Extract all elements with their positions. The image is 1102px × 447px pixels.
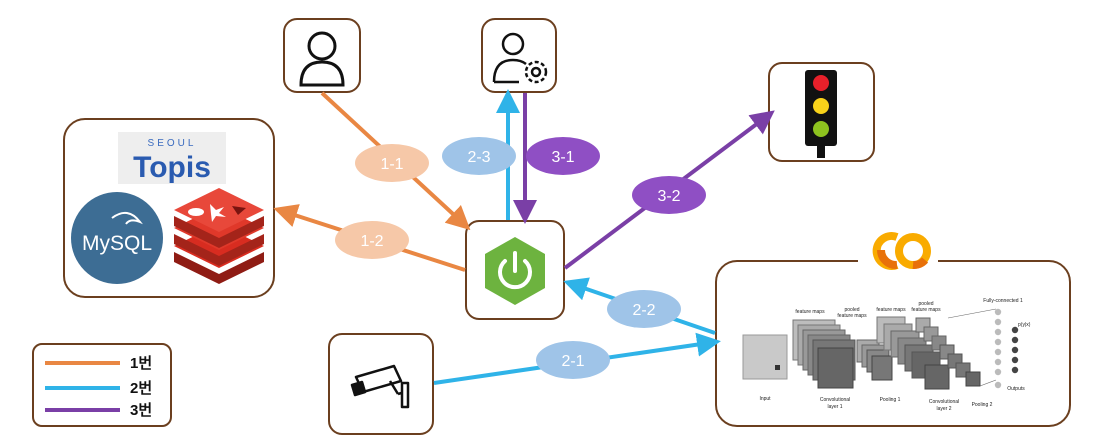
edge-label-2-3: 2-3 <box>442 137 516 175</box>
svg-text:Outputs: Outputs <box>1007 386 1025 392</box>
legend-item-2: 2번 <box>45 380 152 397</box>
mysql-logo: MySQL <box>71 192 163 284</box>
svg-text:Pooling 1: Pooling 1 <box>880 397 901 403</box>
svg-text:2-3: 2-3 <box>467 149 490 166</box>
svg-text:2-1: 2-1 <box>561 353 584 370</box>
svg-text:2-2: 2-2 <box>632 302 655 319</box>
cctv-camera-icon <box>350 364 410 409</box>
svg-text:3-1: 3-1 <box>551 149 574 166</box>
edge-label-3-1: 3-1 <box>526 137 600 175</box>
edge-label-2-1: 2-1 <box>536 341 610 379</box>
svg-text:Input: Input <box>759 396 771 402</box>
svg-text:feature maps: feature maps <box>837 313 867 319</box>
svg-text:layer 1: layer 1 <box>827 404 842 410</box>
svg-text:3번: 3번 <box>130 402 152 419</box>
svg-text:Pooling 2: Pooling 2 <box>972 402 993 408</box>
legend-item-3: 3번 <box>45 402 152 419</box>
svg-text:feature maps: feature maps <box>876 307 906 313</box>
user-node <box>283 18 361 93</box>
edge-label-2-2: 2-2 <box>607 290 681 328</box>
edge-label-3-2: 3-2 <box>632 176 706 214</box>
svg-text:2번: 2번 <box>130 380 152 397</box>
colab-logo <box>858 226 938 276</box>
spring-boot-power-icon <box>485 237 545 305</box>
svg-text:Convolutional: Convolutional <box>820 397 850 403</box>
svg-text:pooled: pooled <box>844 307 859 313</box>
edge-label-1-1: 1-1 <box>355 144 429 182</box>
svg-text:1-2: 1-2 <box>360 233 383 250</box>
seoul-topis-logo: SEOUL Topis <box>118 132 226 184</box>
svg-text:pooled: pooled <box>918 301 933 307</box>
legend-item-1: 1번 <box>45 355 152 372</box>
svg-text:feature maps: feature maps <box>795 309 825 315</box>
svg-text:MySQL: MySQL <box>82 232 152 255</box>
svg-text:1-1: 1-1 <box>380 156 403 173</box>
legend-box <box>32 343 172 427</box>
cnn-diagram: Input feature maps pooled feature maps f… <box>742 298 1031 412</box>
traffic-light-icon <box>805 70 837 158</box>
svg-text:Fully-connected 1: Fully-connected 1 <box>983 298 1023 304</box>
edge-label-1-2: 1-2 <box>335 221 409 259</box>
svg-text:3-2: 3-2 <box>657 188 680 205</box>
camera-node <box>328 333 434 435</box>
svg-text:p(y|x): p(y|x) <box>1018 322 1031 328</box>
svg-text:1번: 1번 <box>130 355 152 372</box>
svg-text:feature maps: feature maps <box>911 307 941 313</box>
svg-text:layer 2: layer 2 <box>936 406 951 412</box>
svg-text:Convolutional: Convolutional <box>929 399 959 405</box>
svg-text:SEOUL: SEOUL <box>148 138 197 149</box>
user-icon <box>299 31 345 87</box>
svg-text:Topis: Topis <box>133 151 211 184</box>
redis-icon <box>174 188 264 284</box>
user-gear-icon <box>492 32 548 84</box>
